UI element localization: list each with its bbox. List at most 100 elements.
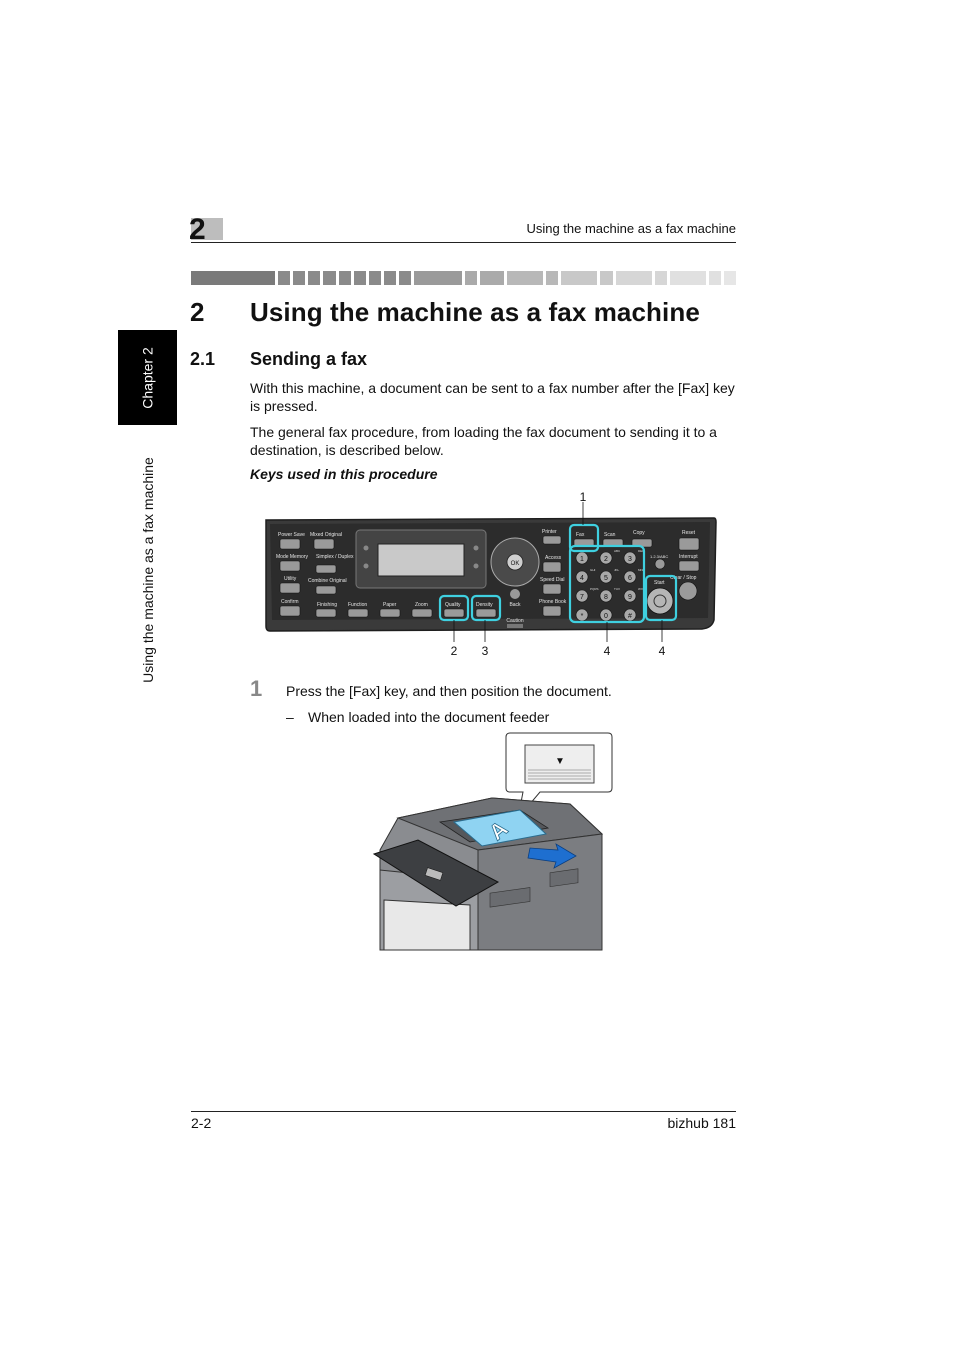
key-label-fax: Fax: [576, 532, 585, 538]
fax-document: [452, 809, 548, 847]
keypad-key-label: 0: [604, 613, 608, 620]
ok-key: [506, 553, 524, 571]
confirm-key: [279, 605, 301, 617]
step-subitem-text: When loaded into the document feeder: [308, 709, 550, 725]
keypad-key: [599, 570, 613, 584]
quality-key: [443, 608, 465, 618]
mixed-original-key: [313, 538, 335, 550]
decorative-stripe: [191, 271, 736, 285]
key-label-mode-memory: Mode Memory: [276, 554, 308, 560]
key-label-quality: Quality: [445, 602, 461, 608]
callout-3: 3: [482, 644, 489, 658]
printer-key: [542, 535, 562, 545]
key-label-start: Start: [654, 580, 665, 586]
key-label-function: Function: [348, 602, 367, 608]
key-label-speed-dial: Speed Dial: [540, 577, 564, 583]
callout-4b: 4: [659, 644, 666, 658]
back-key-label: Back: [509, 602, 521, 608]
key-label-mixed-original: Mixed Original: [310, 532, 342, 538]
section-heading-title: Sending a fax: [250, 349, 368, 369]
access-key: [542, 561, 562, 573]
page-number: 2-2: [191, 1115, 212, 1131]
product-name: bizhub 181: [667, 1115, 736, 1131]
chapter-number: 2: [189, 213, 206, 246]
paper-key: [379, 608, 401, 618]
clear-stop-key: [678, 581, 698, 601]
keys-subheading: Keys used in this procedure: [250, 466, 438, 482]
keypad-letters: JKL: [614, 568, 620, 572]
keypad-key: [623, 570, 637, 584]
power-save-key: [279, 538, 301, 550]
indicator-panel: [524, 744, 595, 784]
mode-memory-key: [279, 560, 301, 572]
keypad-key-label: 5: [604, 575, 608, 582]
keypad-letters: WXYZ: [638, 587, 647, 591]
caution-label: Caution: [506, 618, 523, 624]
paper-drawer: [383, 899, 471, 951]
key-label-printer: Printer: [542, 529, 557, 535]
keypad-letters: TUV: [614, 587, 620, 591]
start-key: [646, 587, 674, 615]
density-key: [475, 608, 497, 618]
keypad-letters: DEF: [638, 549, 644, 553]
keypad-key-label: 1: [580, 556, 584, 563]
running-title: Using the machine as a fax machine: [526, 221, 736, 236]
keypad-key-label: *: [581, 613, 584, 620]
speed-dial-key: [542, 583, 562, 595]
key-label-combine-original: Combine Original: [308, 578, 347, 584]
key-label-interrupt: Interrupt: [679, 554, 698, 560]
callout-2: 2: [451, 644, 458, 658]
key-label-confirm: Confirm: [281, 599, 299, 605]
symbols-key: [654, 558, 666, 570]
section-heading: 2.1 Sending a fax: [190, 349, 367, 370]
key-label-power-save: Power Save: [278, 532, 305, 538]
key-label-clear-stop: Clear / Stop: [670, 575, 697, 581]
chapter-number-box: [191, 218, 223, 240]
key-label-simplex-duplex: Simplex / Duplex: [316, 554, 354, 560]
body-paragraph-1: With this machine, a document can be sen…: [250, 380, 735, 414]
phone-book-key: [542, 605, 562, 617]
key-label-access: Access: [545, 555, 562, 561]
keypad-key-label: 7: [580, 594, 584, 601]
keypad-letters: PQRS: [590, 587, 599, 591]
section-heading-number: 2.1: [190, 349, 216, 369]
display-screen: [377, 543, 465, 577]
step-subitem: –When loaded into the document feeder: [286, 709, 549, 725]
callout-1: 1: [580, 490, 587, 504]
keypad-key-label: 6: [628, 575, 632, 582]
header-rule: [191, 242, 736, 243]
footer-rule: [191, 1111, 736, 1112]
side-vent: [489, 887, 531, 908]
simplex-duplex-key: [315, 564, 337, 574]
control-panel-illustration: Power Save Mixed Original Mode Memory Si…: [265, 490, 717, 658]
fax-key-highlight: [568, 523, 600, 553]
reset-key: [678, 537, 700, 551]
display-led-3: [473, 545, 479, 551]
symbols-label: 1.2.3/ABC: [650, 554, 668, 559]
chapter-heading-title: Using the machine as a fax machine: [250, 297, 700, 327]
chapter-tab-label: Chapter 2: [139, 346, 156, 409]
keypad-key-label: 9: [628, 594, 632, 601]
key-label-utility: Utility: [284, 576, 297, 582]
keypad-key-label: 8: [604, 594, 608, 601]
side-vent-2: [549, 868, 579, 888]
keypad-letters: MNO: [638, 568, 646, 572]
keypad-key: [623, 589, 637, 603]
utility-key: [279, 582, 301, 594]
zoom-key: [411, 608, 433, 618]
back-key: [510, 589, 520, 599]
key-label-scan: Scan: [604, 532, 616, 538]
body-paragraph-2: The general fax procedure, from loading …: [250, 424, 717, 458]
display-led-4: [473, 563, 479, 569]
keypad-key-label: 2: [604, 556, 608, 563]
interrupt-key: [678, 560, 700, 572]
keypad-letters: GHI: [590, 568, 596, 572]
function-key: [347, 608, 369, 618]
keypad-key: [623, 551, 637, 565]
step-number: 1: [250, 676, 263, 701]
chapter-tab: [118, 330, 177, 425]
step-text: Press the [Fax] key, and then position t…: [286, 683, 612, 699]
keypad-key: [575, 589, 589, 603]
